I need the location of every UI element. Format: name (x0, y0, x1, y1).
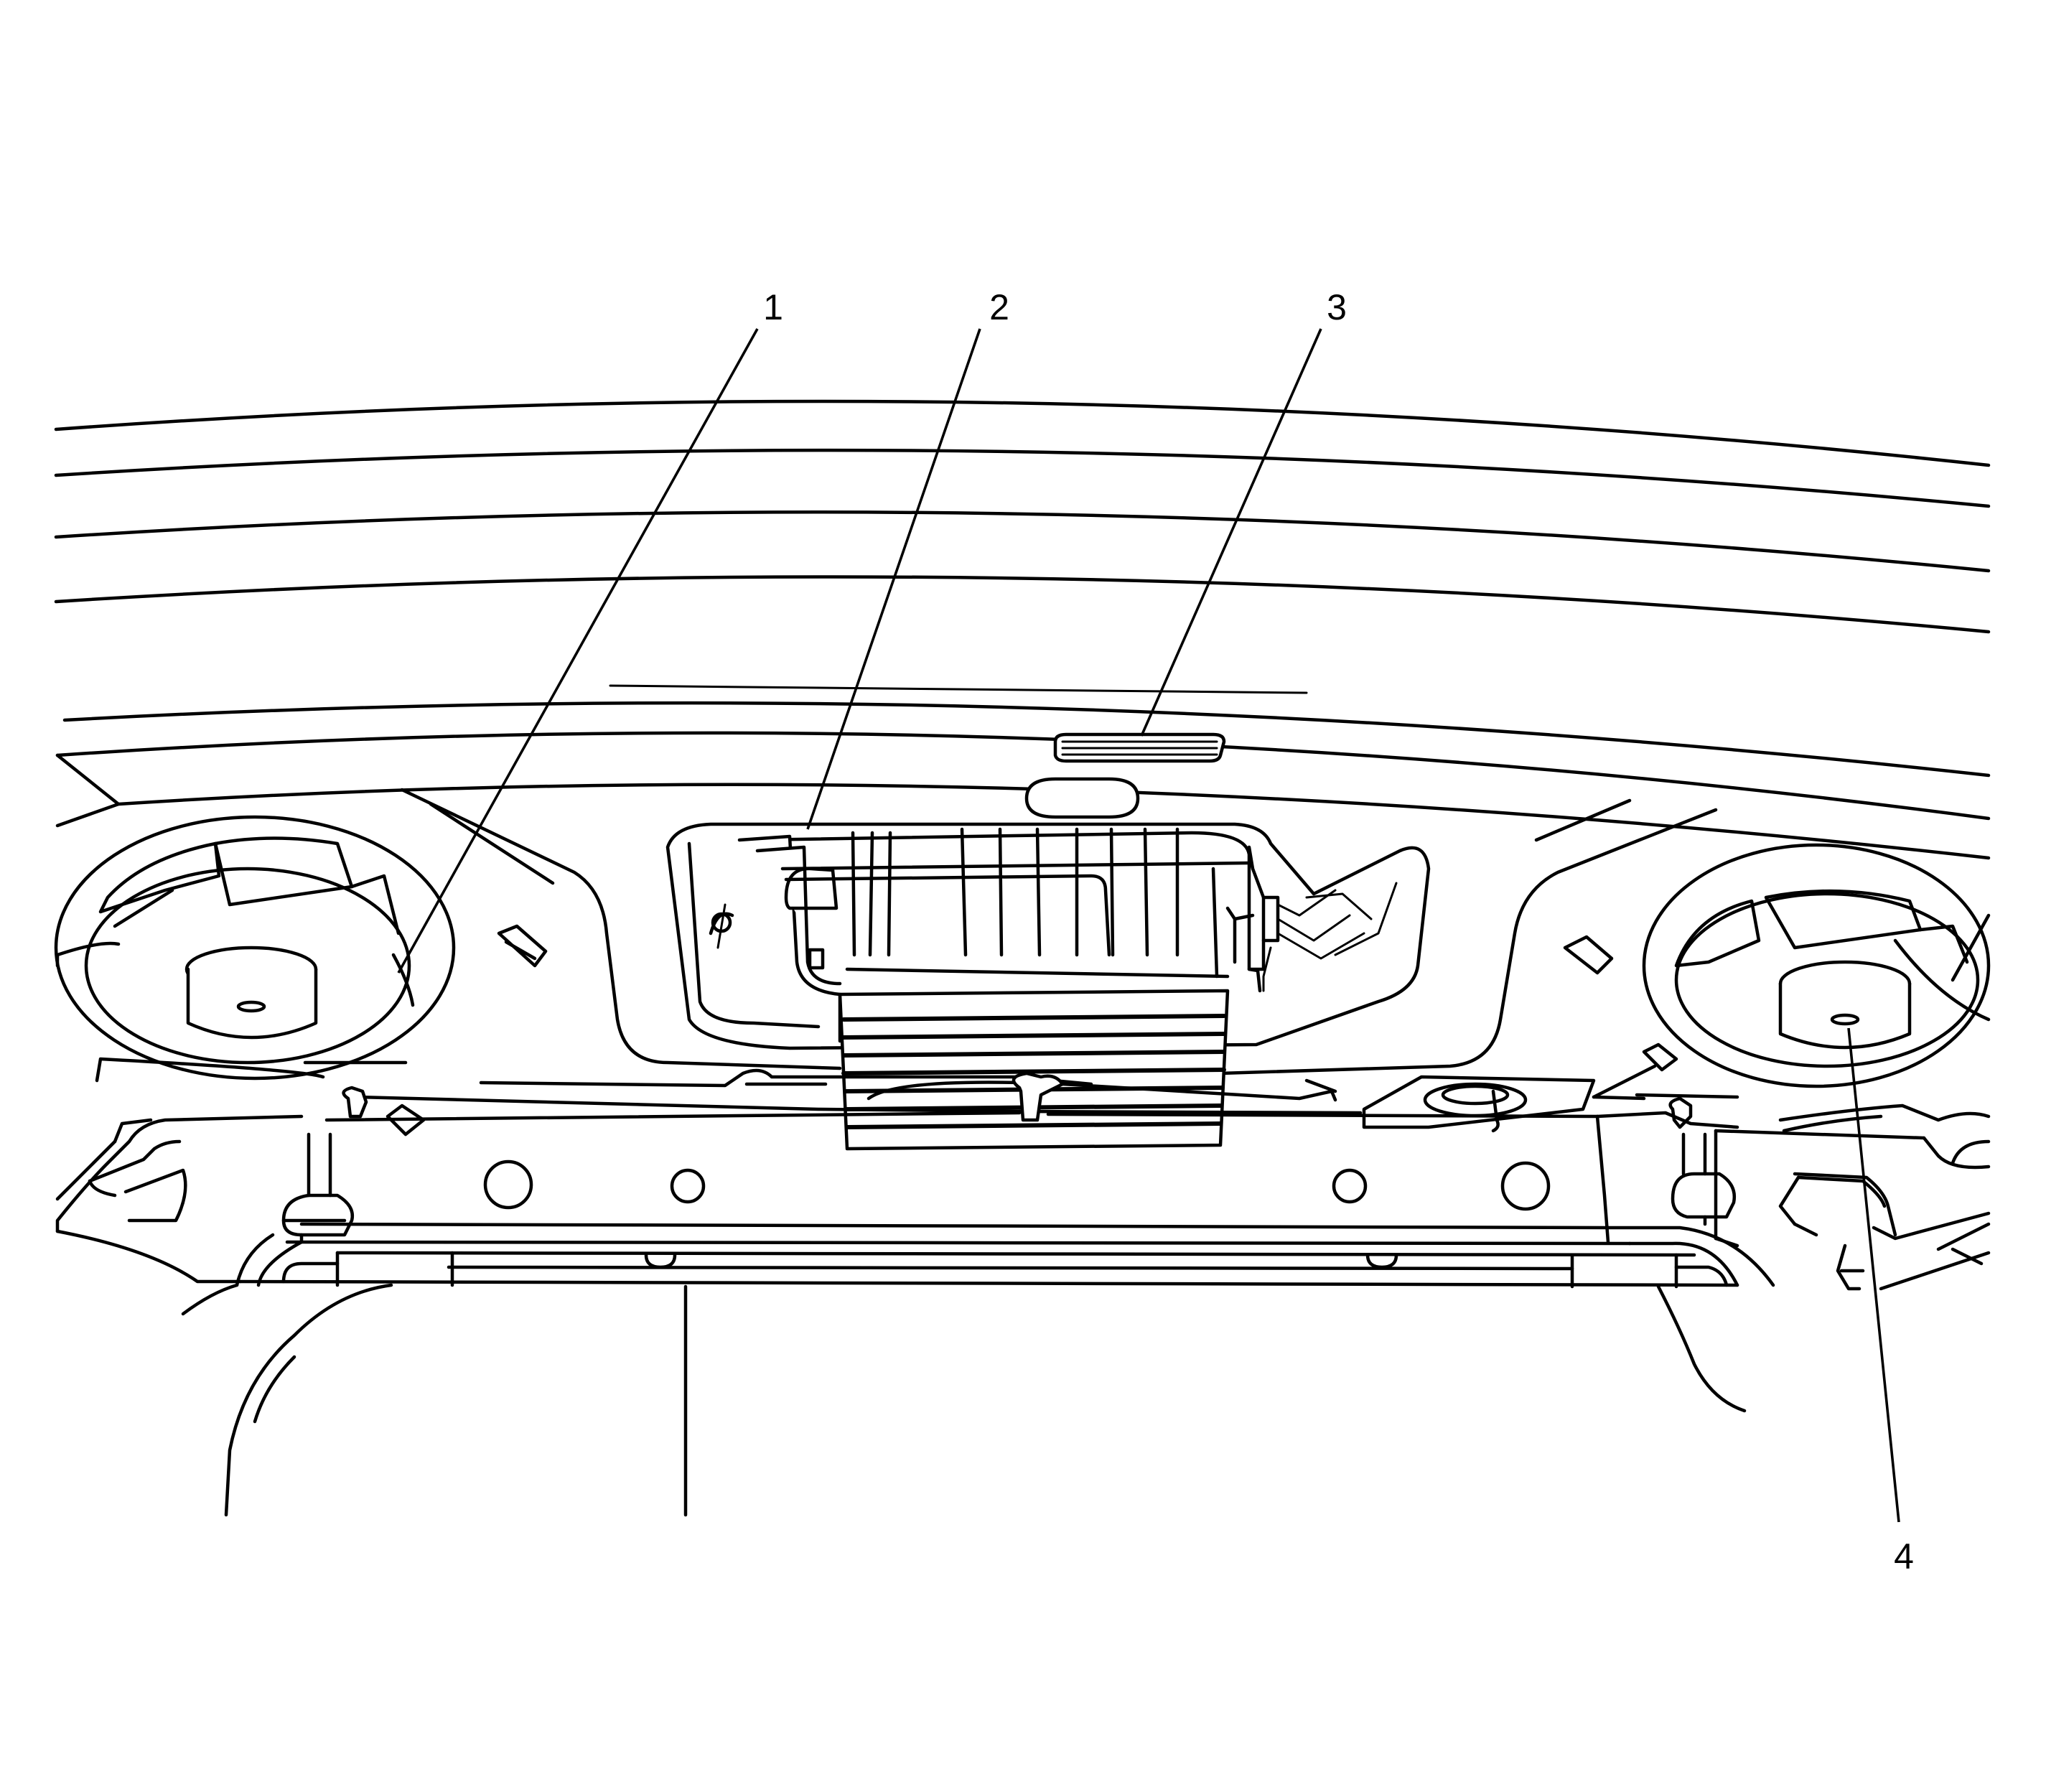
rear-window-lines (54, 399, 1991, 860)
leader-line-1 (397, 328, 759, 974)
leader-line-4 (1847, 1027, 1900, 1523)
callout-3: 3 (1327, 287, 1347, 327)
cross-member (55, 1103, 1991, 1291)
left-speaker (54, 815, 456, 1081)
rear-shelf-vent (1024, 732, 1226, 819)
callout-2: 2 (989, 287, 1009, 327)
right-speaker (1642, 843, 1991, 1088)
leader-line-3 (1140, 328, 1322, 737)
callout-labels: 1 2 3 4 (763, 287, 1914, 1577)
callout-4: 4 (1894, 1536, 1914, 1577)
amplifier-module (665, 822, 1431, 1151)
leader-line-2 (806, 328, 981, 830)
lower-rails (181, 1222, 1775, 1517)
callout-1: 1 (763, 287, 783, 327)
leader-lines (397, 328, 1900, 1523)
